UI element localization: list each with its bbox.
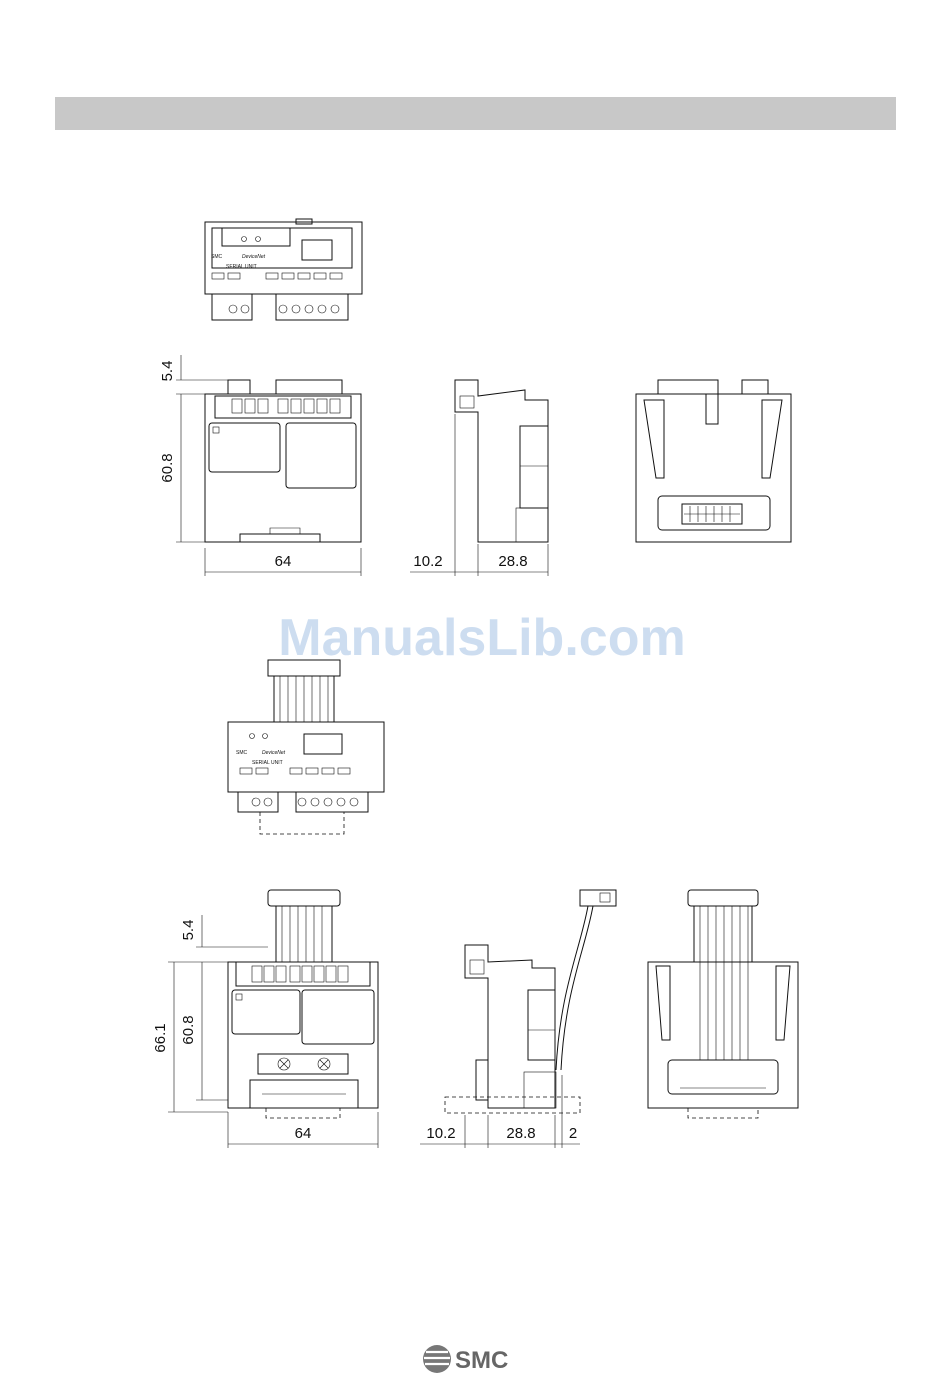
dim-top-offset-1: 5.4	[159, 361, 176, 382]
unit-rear-view-2	[648, 890, 798, 1118]
dims-side-1: 10.2 28.8	[410, 414, 548, 576]
watermark-text: ManualsLib.com	[278, 609, 685, 667]
unit-rear-view-1	[636, 380, 791, 542]
unit-side-view-1	[455, 380, 548, 542]
dims-front-1: 5.4 60.8 64	[159, 355, 361, 576]
dim-depth-2: 28.8	[506, 1125, 535, 1142]
unit-front-view-1	[205, 380, 361, 542]
dim-width-1: 64	[275, 553, 292, 570]
dim-extra-2: 2	[569, 1125, 577, 1142]
network-label-2: DeviceNet	[262, 750, 286, 756]
dim-top-offset-2: 5.4	[180, 920, 197, 941]
brand-label-2: SMC	[236, 750, 248, 756]
unit-label: SERIAL UNIT	[226, 264, 257, 270]
dim-total-height-2: 66.1	[152, 1023, 169, 1052]
dim-width-2: 64	[295, 1125, 312, 1142]
unit-top-view-1: SMC DeviceNet SERIAL UNIT	[205, 219, 362, 320]
dims-front-2: 5.4 60.8 66.1 64	[152, 915, 378, 1148]
unit-side-view-2	[445, 890, 616, 1113]
unit-front-view-2	[228, 890, 378, 1118]
dim-height-2: 60.8	[180, 1015, 197, 1044]
dim-depth-offset-1: 10.2	[413, 553, 442, 570]
dim-depth-1: 28.8	[498, 553, 527, 570]
dim-depth-offset-2: 10.2	[426, 1125, 455, 1142]
dim-height-1: 60.8	[159, 453, 176, 482]
footer-logo-text: SMC	[455, 1347, 508, 1374]
unit-top-view-2: SMC DeviceNet SERIAL UNIT	[228, 660, 384, 834]
network-label: DeviceNet	[242, 254, 266, 260]
unit-label-2: SERIAL UNIT	[252, 760, 283, 766]
footer-logo: SMC	[423, 1345, 508, 1374]
brand-label: SMC	[211, 254, 223, 260]
